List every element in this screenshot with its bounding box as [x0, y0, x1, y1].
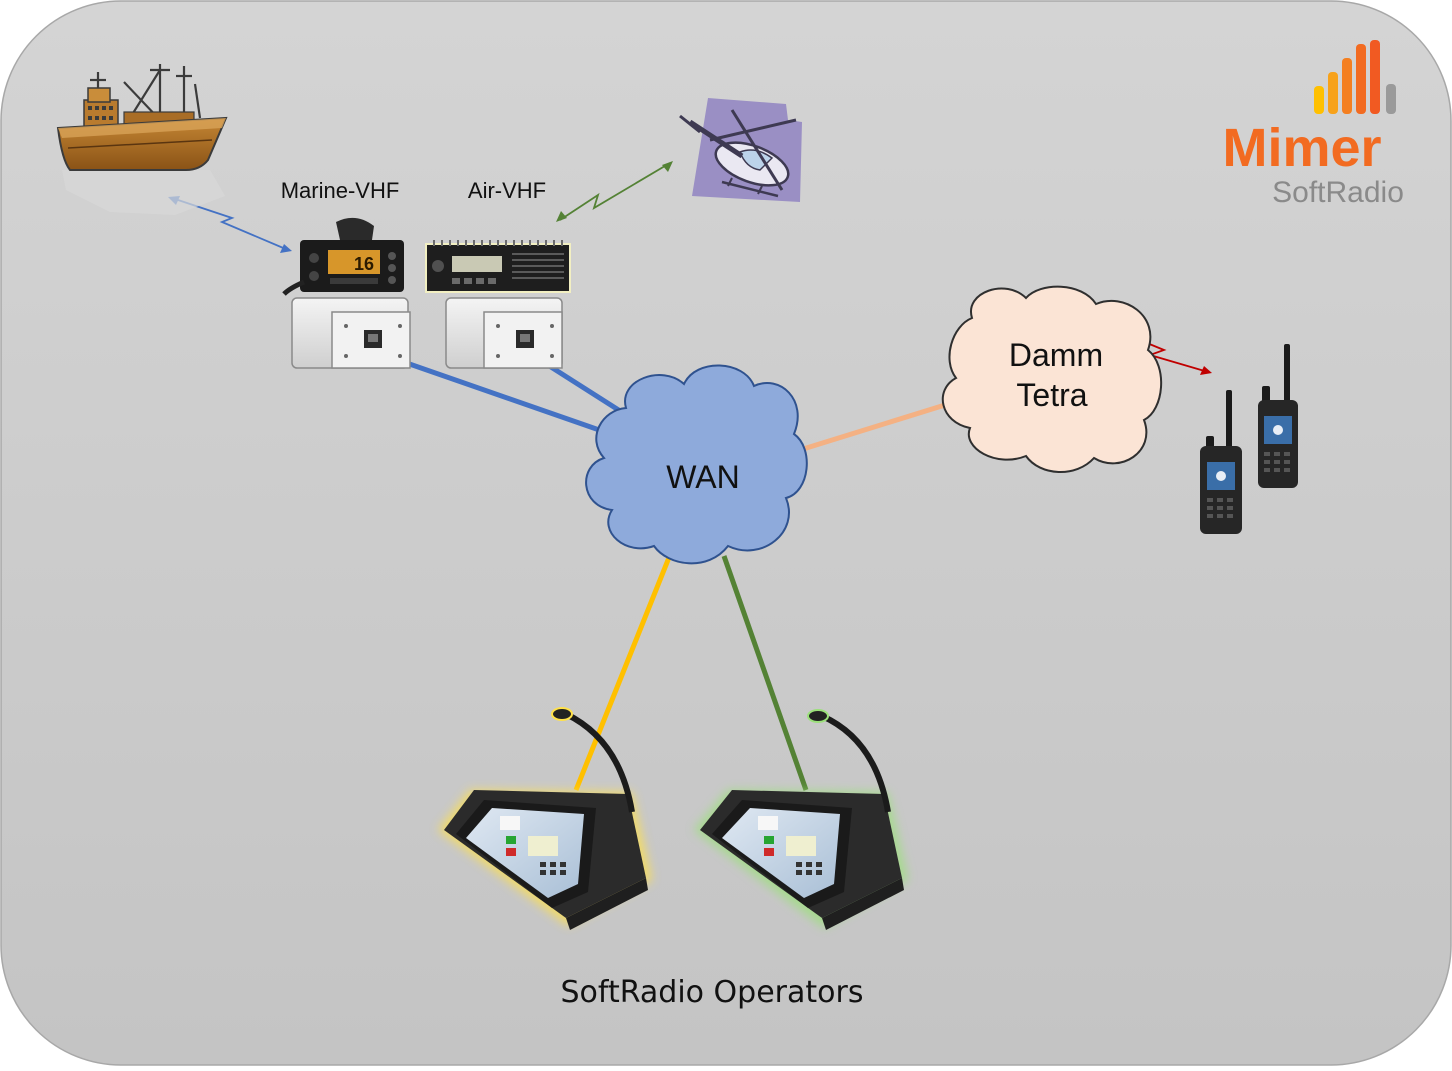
- brand-name: Mimer: [1222, 118, 1381, 178]
- marine-vhf-label: Marine-VHF: [281, 178, 400, 203]
- radio-link-helicopter: [556, 161, 673, 222]
- mimer-logo-bars-icon: [1314, 40, 1396, 114]
- operator-console-icon: [694, 709, 908, 930]
- operator-console-icon: [438, 707, 652, 930]
- helicopter-icon: [679, 98, 802, 202]
- tetra-cloud: Damm Tetra: [941, 285, 1162, 473]
- air-radio-icon: [425, 240, 571, 293]
- link-marine-wan: [397, 357, 629, 443]
- link-wan-operator-2: [721, 555, 809, 791]
- air-vhf-label: Air-VHF: [468, 178, 546, 203]
- gateway-box-icon: [291, 297, 411, 369]
- operators-caption: SoftRadio Operators: [561, 975, 864, 1010]
- link-wan-tetra: [799, 402, 946, 453]
- wan-cloud: WAN: [585, 364, 808, 565]
- link-air-wan: [538, 357, 630, 419]
- tetra-label-line1: Damm: [1009, 337, 1103, 373]
- gateway-box-icon: [445, 297, 563, 369]
- handheld-radio-icon: [1200, 390, 1242, 534]
- marine-radio-icon: 16: [282, 217, 404, 296]
- svg-text:16: 16: [354, 254, 374, 274]
- wan-label: WAN: [666, 459, 739, 495]
- mimer-logo: Mimer SoftRadio: [1222, 40, 1404, 209]
- ship-icon: [56, 64, 228, 215]
- brand-product: SoftRadio: [1272, 176, 1404, 209]
- tetra-label-line2: Tetra: [1016, 377, 1087, 413]
- link-wan-operator-1: [573, 549, 675, 791]
- handheld-radio-icon: [1258, 344, 1298, 488]
